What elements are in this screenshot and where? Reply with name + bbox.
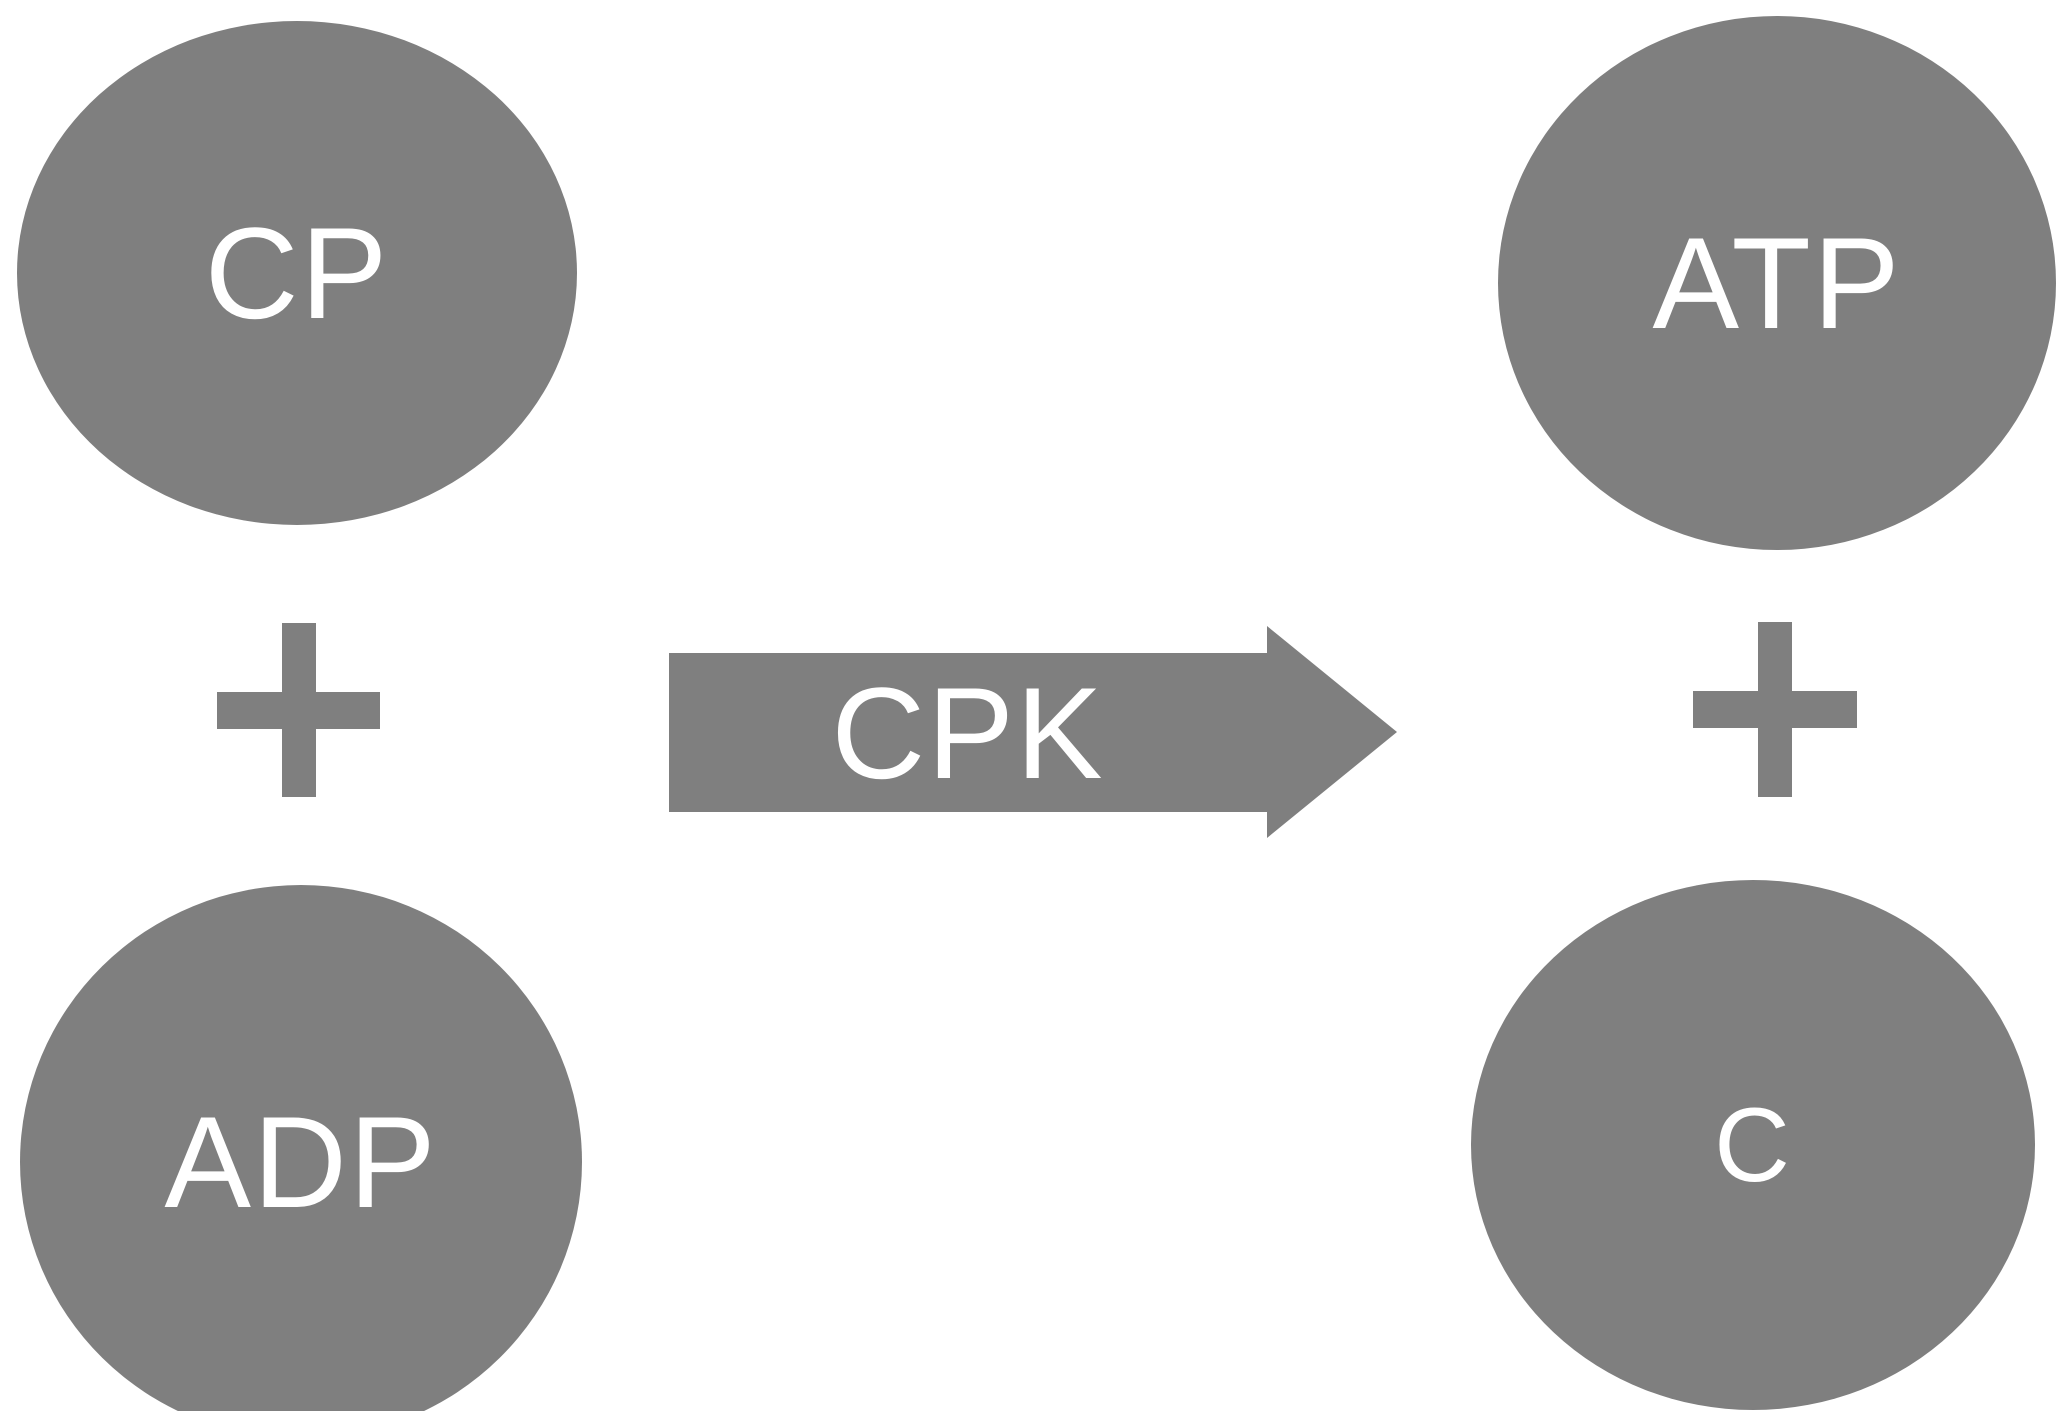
plus-operator-right-icon: [1693, 622, 1857, 797]
reactant-cp-label: CP: [204, 200, 390, 346]
plus-left-vertical-bar: [282, 623, 316, 797]
reaction-arrow-body: CPK: [669, 653, 1267, 812]
reactant-circle-cp: CP: [17, 21, 577, 525]
reactant-circle-adp: ADP: [20, 885, 582, 1411]
product-circle-atp: ATP: [1498, 16, 2056, 550]
product-c-label: C: [1714, 1086, 1792, 1204]
product-circle-c: C: [1471, 880, 2035, 1410]
reactant-adp-label: ADP: [164, 1089, 438, 1235]
product-atp-label: ATP: [1652, 210, 1902, 356]
reaction-arrow-head-icon: [1267, 626, 1397, 838]
plus-right-vertical-bar: [1758, 622, 1792, 797]
plus-operator-left-icon: [217, 623, 380, 797]
enzyme-label: CPK: [831, 659, 1105, 806]
